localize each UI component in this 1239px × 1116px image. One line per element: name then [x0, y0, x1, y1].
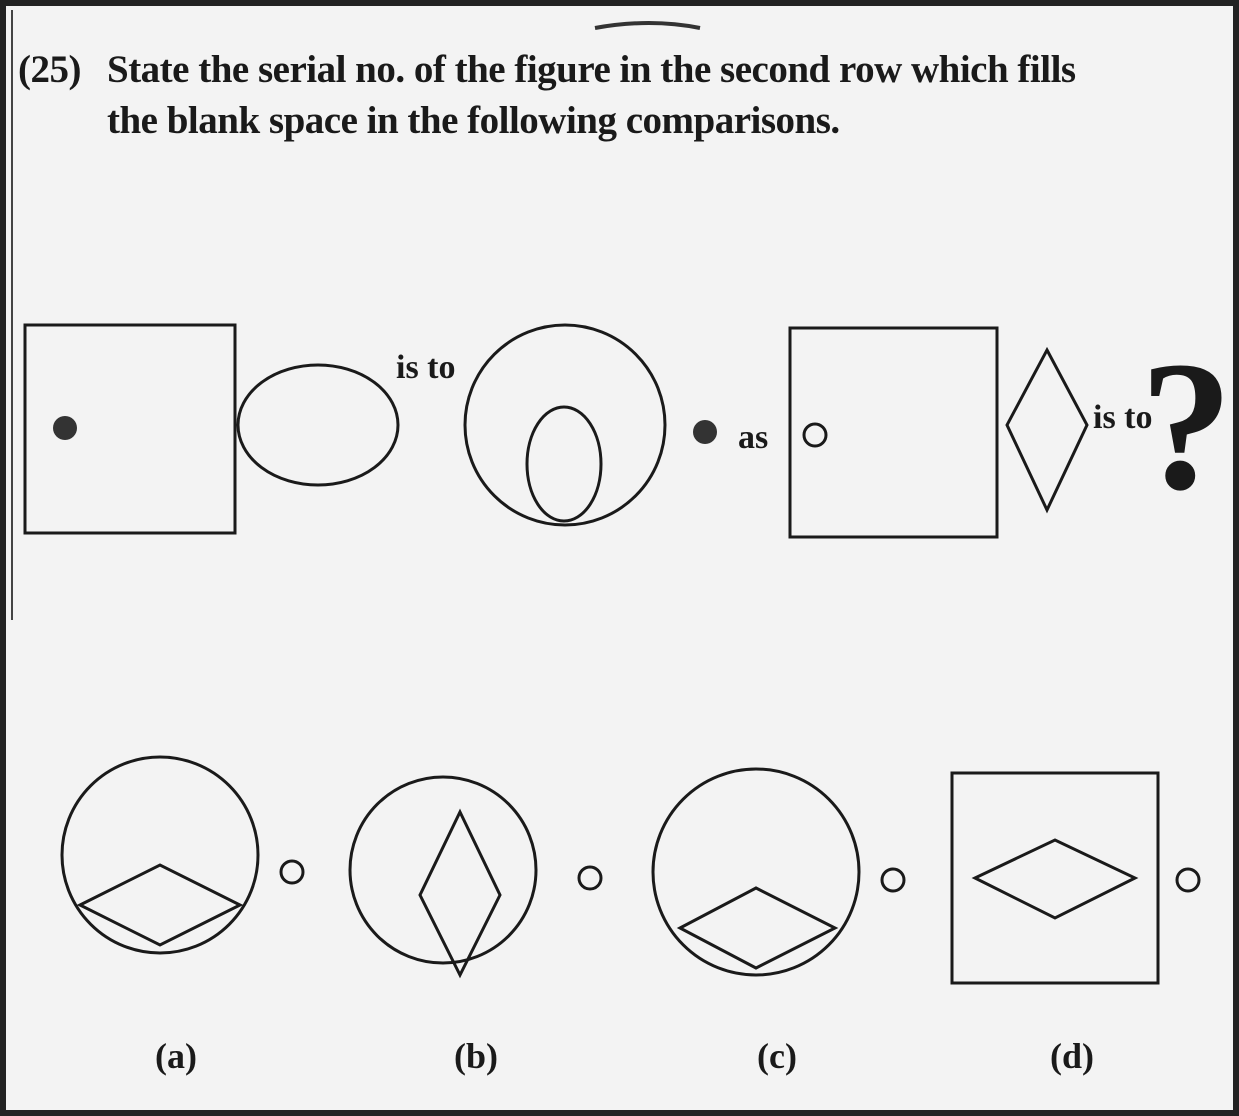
scan-artifact	[594, 21, 701, 30]
problem-figure-3	[788, 326, 1089, 539]
is-to-text-2: is to	[1093, 399, 1153, 436]
problem-figure-2	[463, 323, 717, 527]
question-line-2: the blank space in the following compari…	[107, 99, 840, 142]
option-c-figure[interactable]	[651, 767, 906, 977]
option-a-label: (a)	[155, 1036, 197, 1076]
option-c-label: (c)	[757, 1036, 797, 1076]
as-text: as	[738, 419, 768, 456]
question-line-1: State the serial no. of the figure in th…	[107, 48, 1076, 91]
option-d-label: (d)	[1050, 1036, 1094, 1076]
question-mark: ?	[1140, 324, 1233, 529]
option-b-label: (b)	[454, 1036, 498, 1076]
option-a-figure[interactable]	[60, 755, 305, 955]
option-d-figure[interactable]	[950, 771, 1201, 985]
problem-figure-1	[23, 323, 400, 535]
question-number: (25)	[18, 48, 81, 91]
is-to-text-1: is to	[396, 349, 456, 386]
option-b-figure[interactable]	[348, 775, 603, 979]
